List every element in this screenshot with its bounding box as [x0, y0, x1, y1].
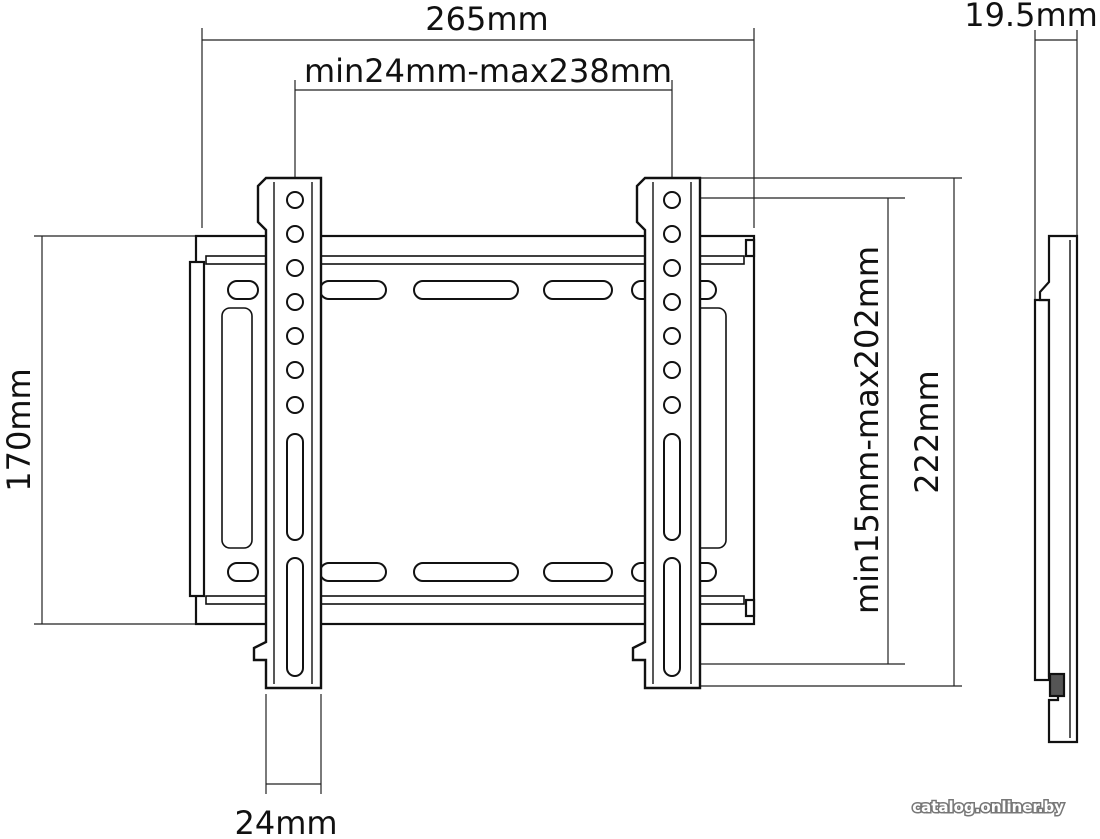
side-view: [1033, 234, 1079, 744]
left-arm-holes: [286, 191, 304, 677]
vesa-vertical-label: min15mm-max202mm: [848, 246, 886, 614]
watermark: catalog.onliner.by: [912, 798, 1064, 816]
overall-height-label: 222mm: [908, 370, 946, 493]
left-arm: [252, 176, 323, 690]
right-arm: [631, 176, 702, 690]
arm-width-label: 24mm: [234, 804, 337, 839]
depth-label: 19.5mm: [964, 0, 1098, 34]
dimension-lines: [34, 28, 1078, 794]
overall-width-label: 265mm: [425, 0, 548, 38]
vesa-horizontal-label: min24mm-max238mm: [304, 52, 672, 90]
plate-height-label: 170mm: [0, 368, 38, 491]
right-arm-holes: [663, 191, 681, 677]
